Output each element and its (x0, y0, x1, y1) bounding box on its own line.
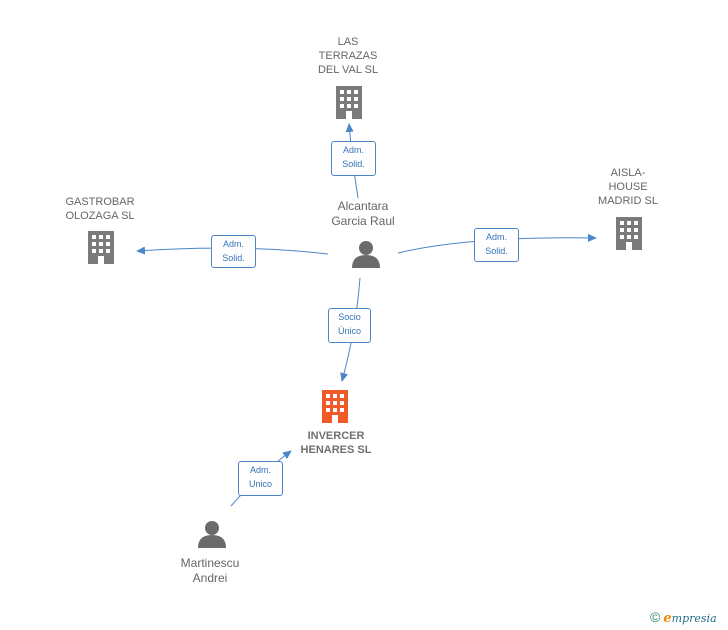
node-label-las-terrazas[interactable]: LAS TERRAZAS DEL VAL SL (317, 36, 379, 76)
edge-label-adm-solid: Adm. Solid. (474, 228, 519, 262)
node-label-martinescu[interactable]: Martinescu Andrei (180, 556, 240, 585)
node-label-invercer[interactable]: INVERCER HENARES SL (300, 430, 372, 456)
edge-label-adm-unico: Adm. Unico (238, 461, 283, 496)
building-icon[interactable] (616, 217, 642, 250)
edge-label-socio-unico: Socio Único (328, 308, 371, 343)
person-icon[interactable] (352, 241, 380, 268)
edge-label-adm-solid: Adm. Solid. (331, 141, 376, 176)
node-label-alcantara[interactable]: Alcantara Garcia Raul (331, 199, 395, 228)
building-icon[interactable] (336, 86, 362, 119)
brand-watermark: © empresia (650, 609, 717, 626)
edge-label-adm-solid: Adm. Solid. (211, 235, 256, 268)
building-icon[interactable] (88, 231, 114, 264)
copyright-symbol: © (650, 609, 661, 625)
empresia-logo: empresia (663, 611, 717, 626)
node-label-gastrobar[interactable]: GASTROBAR OLOZAGA SL (65, 196, 135, 222)
node-label-aisla-house[interactable]: AISLA- HOUSE MADRID SL (598, 167, 658, 207)
person-icon[interactable] (198, 521, 226, 548)
building-icon-highlighted[interactable] (322, 390, 348, 423)
